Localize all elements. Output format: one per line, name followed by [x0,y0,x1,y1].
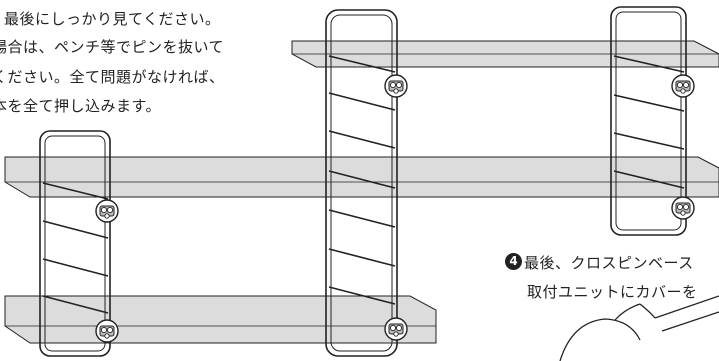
instruction-line-4: 本を全て押し込みます。 [0,97,162,115]
instruction-line-3: ください。全て問題がなければ、 [0,68,225,86]
bracket-right-upper [671,74,695,98]
bracket-left-lower [95,319,119,343]
step-number-badge: 4 [505,253,522,270]
ladder-left [39,130,111,357]
bracket-right-lower [671,196,695,220]
instruction-line-2: 場合は、ペンチ等でピンを抜いて [0,38,225,56]
ladder-center [325,9,398,357]
instruction-line-1: 最後にしっかり見てください。 [4,10,221,28]
step4-line-1: 最後、クロスピンベース [524,254,694,272]
bracket-center-lower [384,317,408,341]
shelf-middle [4,156,719,198]
cover-illustration-partial [559,295,719,361]
bracket-left-upper [95,199,119,223]
shelf-top-right [291,40,719,68]
step4-line-2: 取付ユニットにカバーを [527,283,698,301]
bracket-center-upper [384,74,408,98]
ladder-right [610,6,687,236]
